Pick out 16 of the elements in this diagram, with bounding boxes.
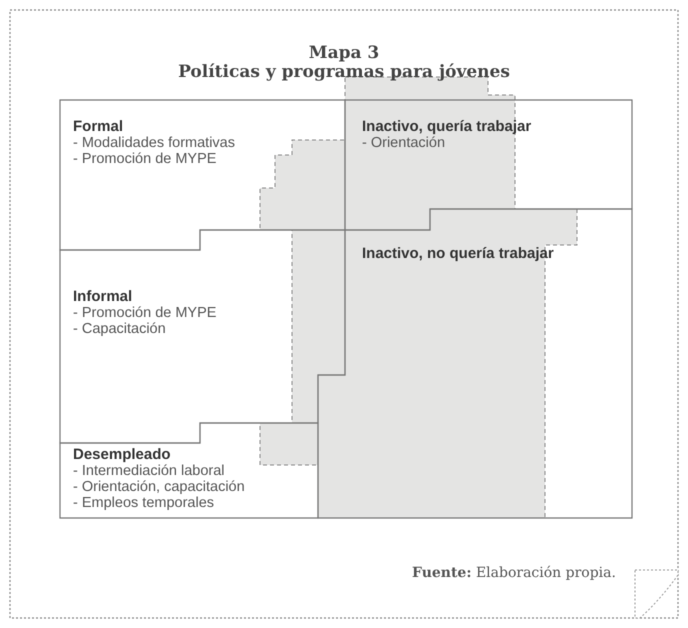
region-heading: Inactivo, no quería trabajar [362,245,554,262]
diagram-title: Políticas y programas para jóvenes [177,63,511,82]
source-note: Fuente: Elaboración propia. [412,565,616,581]
region-heading: Formal [73,118,124,135]
list-item: - Modalidades formativas [73,135,235,151]
list-item: - Capacitación [73,321,166,337]
list-item: - Promoción de MYPE [73,305,216,321]
region-heading: Informal [73,288,132,305]
map-number: Mapa 3 [308,44,380,63]
list-item: - Intermediación laboral [73,463,225,479]
list-item: - Empleos temporales [73,495,214,511]
region-heading: Desempleado [73,446,171,463]
list-item: - Orientación [362,135,446,151]
list-item: - Promoción de MYPE [73,151,216,167]
region-heading: Inactivo, quería trabajar [362,118,532,135]
list-item: - Orientación, capacitación [73,479,245,495]
